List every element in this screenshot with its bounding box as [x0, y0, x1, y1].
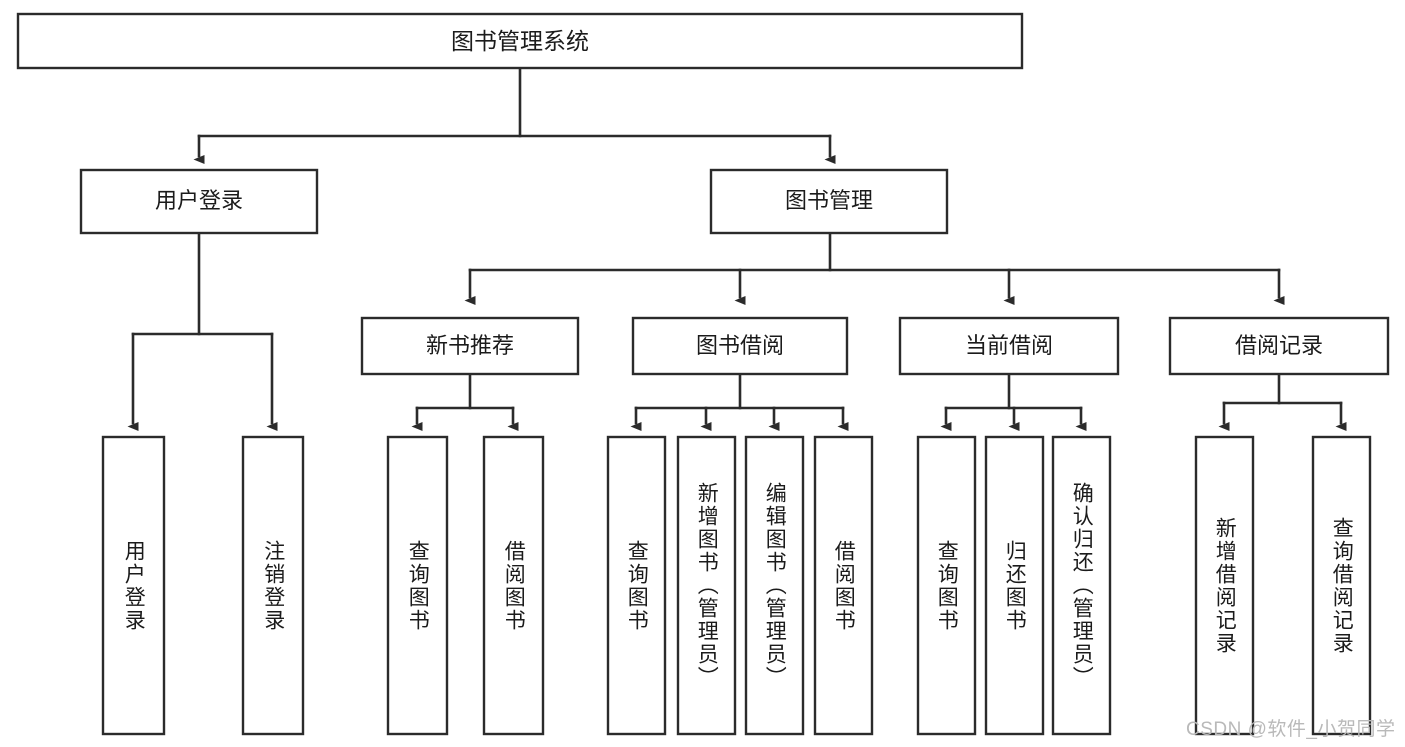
- node-leaf-query-book-2[interactable]: [606, 435, 667, 736]
- node-current-borrow[interactable]: 当前借阅: [898, 316, 1120, 376]
- node-leaf-query-book-3[interactable]: [916, 435, 977, 736]
- node-borrow-records[interactable]: 借阅记录: [1168, 316, 1390, 376]
- node-leaf-borrow-book-2[interactable]: [813, 435, 874, 736]
- connector-userlogin-to-leaves: [127, 231, 278, 431]
- node-leaf-user-logout[interactable]: [241, 435, 305, 736]
- connector-borrowrecords-to-leaves: [1218, 372, 1347, 431]
- node-borrow-records-label: 借阅记录: [1235, 333, 1323, 358]
- connector-root-to-level1: [193, 66, 836, 164]
- csdn-watermark: CSDN @软件_小贺同学: [1186, 719, 1396, 740]
- node-leaf-query-book-1[interactable]: [386, 435, 449, 736]
- node-book-management-label: 图书管理: [785, 188, 873, 213]
- node-book-borrow[interactable]: 图书借阅: [631, 316, 849, 376]
- node-root-system-label: 图书管理系统: [451, 28, 589, 54]
- connector-currentborrow-to-leaves: [940, 372, 1087, 431]
- node-book-borrow-label: 图书借阅: [696, 333, 784, 358]
- node-user-login-label: 用户登录: [155, 188, 243, 213]
- node-leaf-add-book[interactable]: [676, 435, 737, 736]
- node-new-book-recommend[interactable]: 新书推荐: [360, 316, 580, 376]
- node-leaf-query-record[interactable]: [1311, 435, 1372, 736]
- node-root-system[interactable]: 图书管理系统: [16, 12, 1024, 70]
- node-leaf-edit-book[interactable]: [744, 435, 805, 736]
- connector-newbook-to-leaves: [411, 372, 519, 431]
- node-leaf-user-login[interactable]: [101, 435, 166, 736]
- connector-bookborrow-to-leaves: [630, 372, 849, 431]
- node-current-borrow-label: 当前借阅: [965, 333, 1053, 358]
- node-new-book-recommend-label: 新书推荐: [426, 333, 514, 358]
- node-book-management[interactable]: 图书管理: [709, 168, 949, 235]
- node-leaf-borrow-book-1[interactable]: [482, 435, 545, 736]
- connector-bookmgmt-to-level2: [464, 231, 1285, 305]
- node-leaf-add-record[interactable]: [1194, 435, 1255, 736]
- node-leaf-confirm-return[interactable]: [1051, 435, 1112, 736]
- node-leaf-return-book[interactable]: [984, 435, 1045, 736]
- node-user-login[interactable]: 用户登录: [79, 168, 319, 235]
